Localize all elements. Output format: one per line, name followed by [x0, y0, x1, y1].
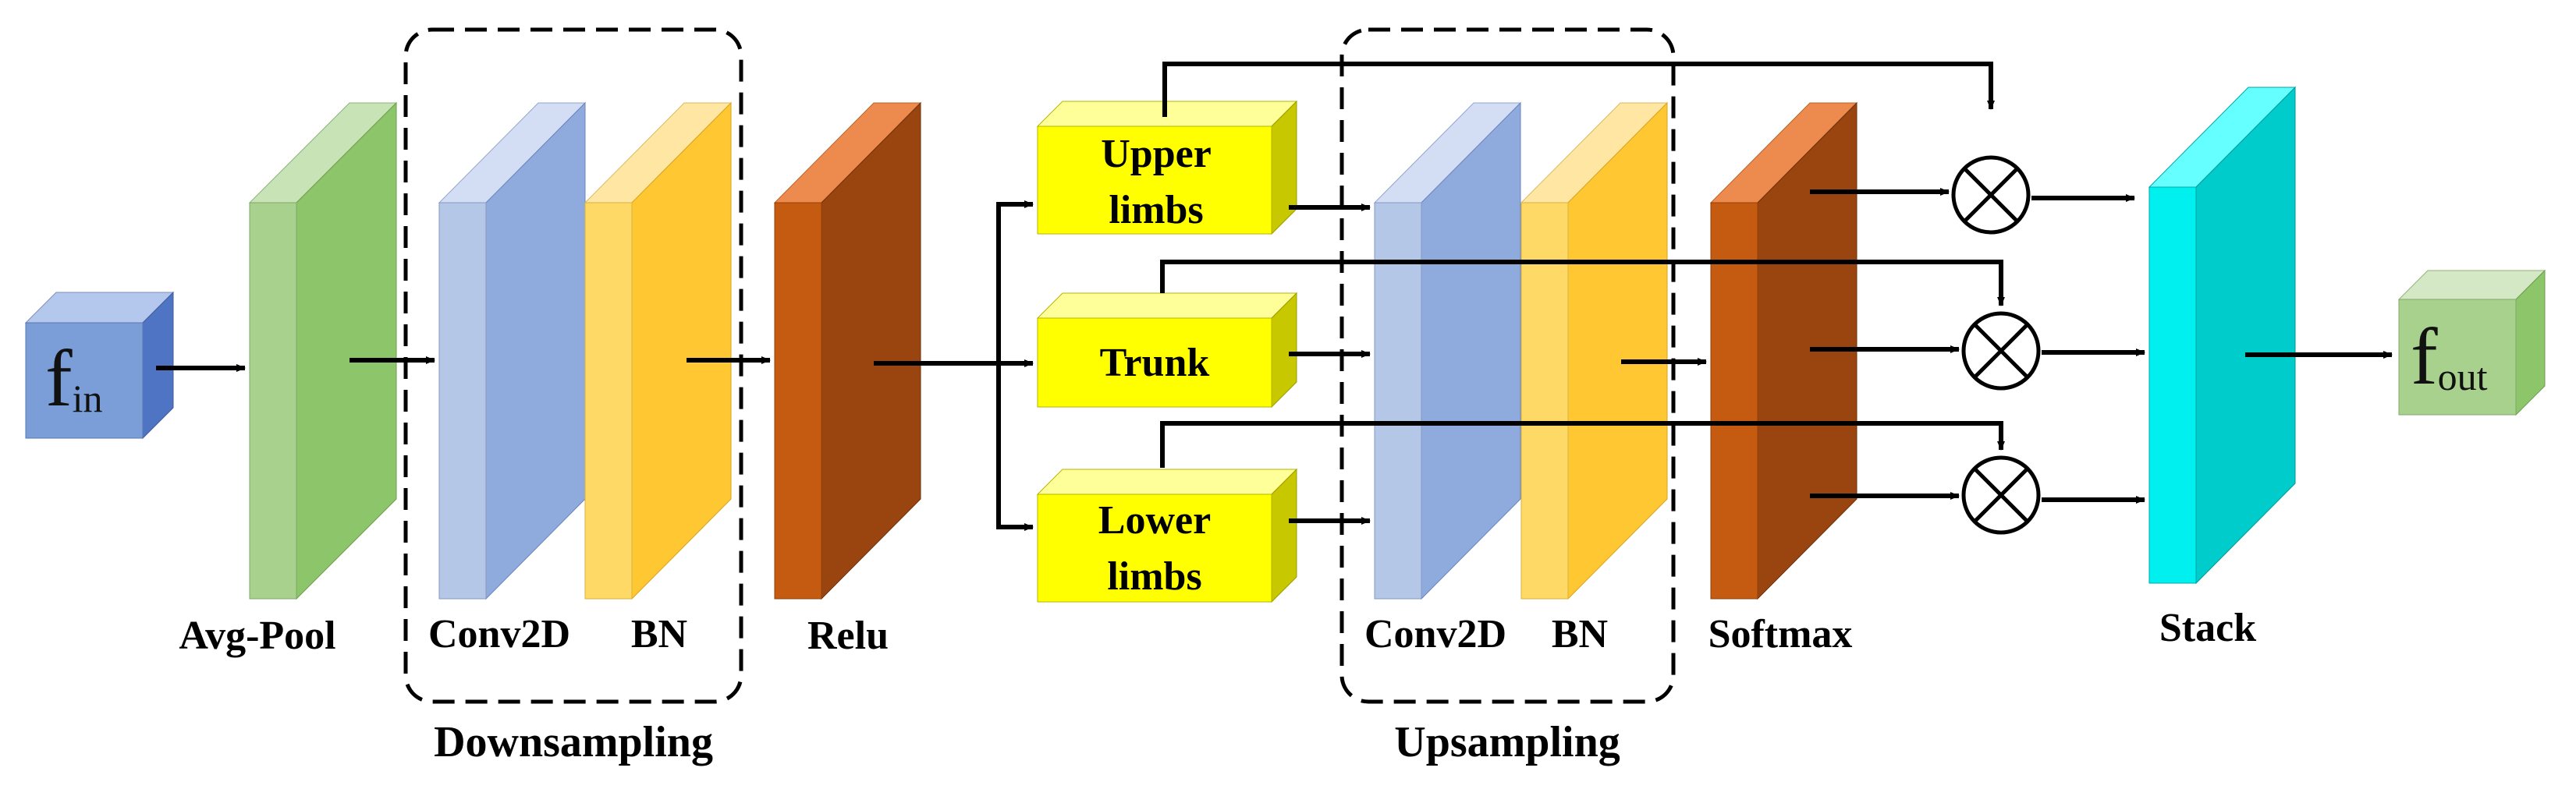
input-subscript: in: [73, 377, 103, 420]
softmax-layer: [1709, 101, 1858, 600]
output-subscript: out: [2438, 355, 2488, 398]
lower-limbs-label-line1: Lower: [1098, 498, 1211, 543]
stack-layer: [2148, 86, 2297, 585]
conv2d-up-label: Conv2D: [1364, 612, 1506, 656]
avg-pool-label: Avg-Pool: [179, 614, 335, 658]
softmax-label: Softmax: [1708, 612, 1853, 656]
multiply-op-upper: [1951, 155, 2031, 235]
upsampling-group-box: [1339, 27, 1676, 704]
lower-limbs-label-line2: limbs: [1107, 554, 1201, 599]
multiply-op-lower: [1961, 455, 2041, 535]
avg-pool-layer: [248, 101, 398, 600]
trunk-label: Trunk: [1100, 341, 1210, 385]
conv2d-up-layer: [1373, 101, 1522, 600]
lower-limbs-branch: Lower limbs: [1036, 468, 1298, 603]
relu-layer: [773, 101, 922, 600]
conv2d-down-layer: [438, 101, 587, 600]
trunk-branch: Trunk: [1036, 292, 1298, 409]
connector-arrows: [156, 62, 2393, 531]
bn-up-layer: [1520, 101, 1669, 600]
bn-down-label: BN: [631, 612, 687, 656]
upsampling-label: Upsampling: [1394, 718, 1620, 766]
relu-label: Relu: [807, 614, 889, 658]
upper-limbs-label-line1: Upper: [1101, 132, 1212, 176]
conv2d-down-label: Conv2D: [428, 612, 570, 656]
downsampling-group-box: [403, 27, 743, 704]
bn-up-label: BN: [1552, 612, 1608, 656]
multiply-op-trunk: [1961, 311, 2041, 391]
bn-down-layer: [584, 101, 733, 600]
output-block: fout: [2397, 269, 2546, 416]
upper-limbs-label-line2: limbs: [1109, 188, 1203, 232]
downsampling-label: Downsampling: [434, 718, 713, 766]
svg-text:fin: fin: [45, 334, 103, 423]
output-label: f: [2411, 312, 2438, 402]
input-label: f: [45, 334, 73, 423]
stack-label: Stack: [2159, 606, 2256, 650]
input-block: fin: [24, 291, 175, 440]
svg-text:fout: fout: [2411, 312, 2488, 402]
upper-limbs-branch: Upper limbs: [1036, 100, 1298, 235]
